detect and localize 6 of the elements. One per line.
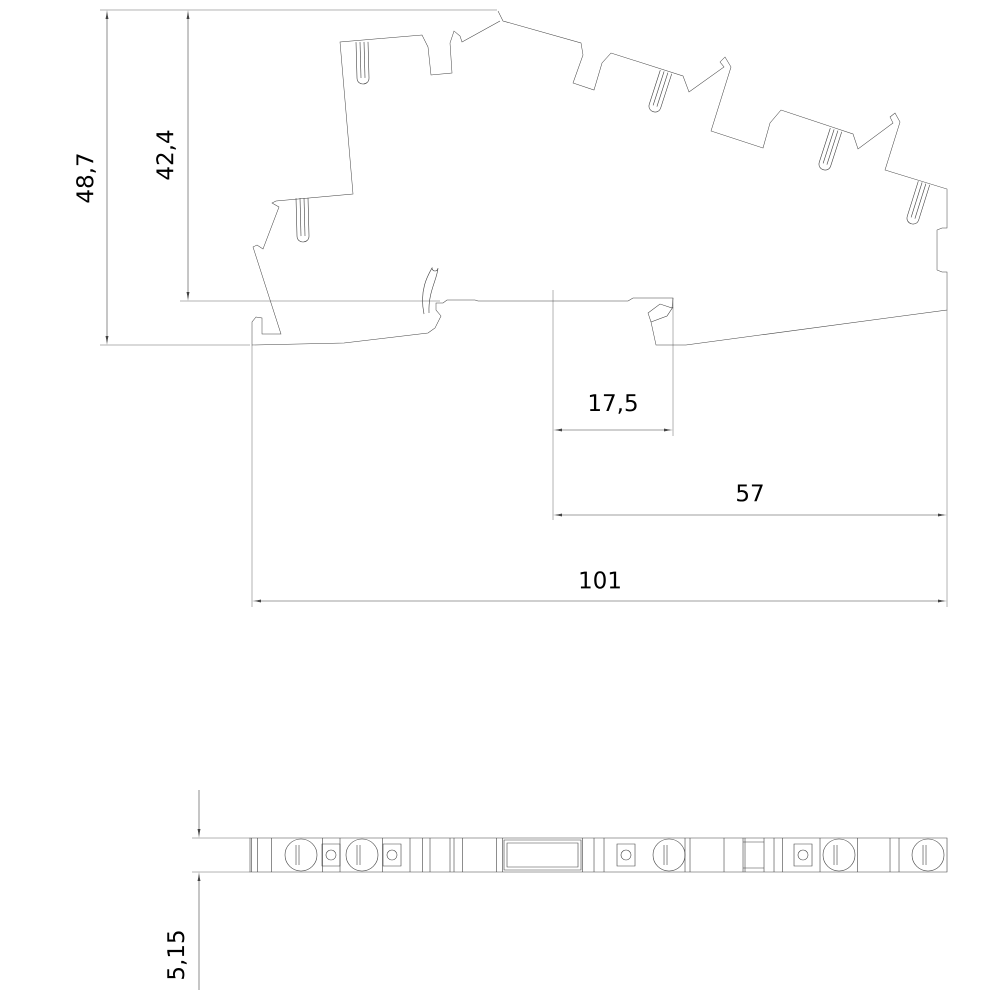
dimension-label: 57: [737, 484, 763, 502]
dimension-label: 42,4: [156, 130, 176, 180]
dimension-label: 48,7: [76, 154, 96, 202]
dimension-label: 17,5: [590, 394, 637, 414]
dimension-label: 101: [580, 571, 620, 589]
dimension-label: 5,15: [167, 931, 187, 979]
